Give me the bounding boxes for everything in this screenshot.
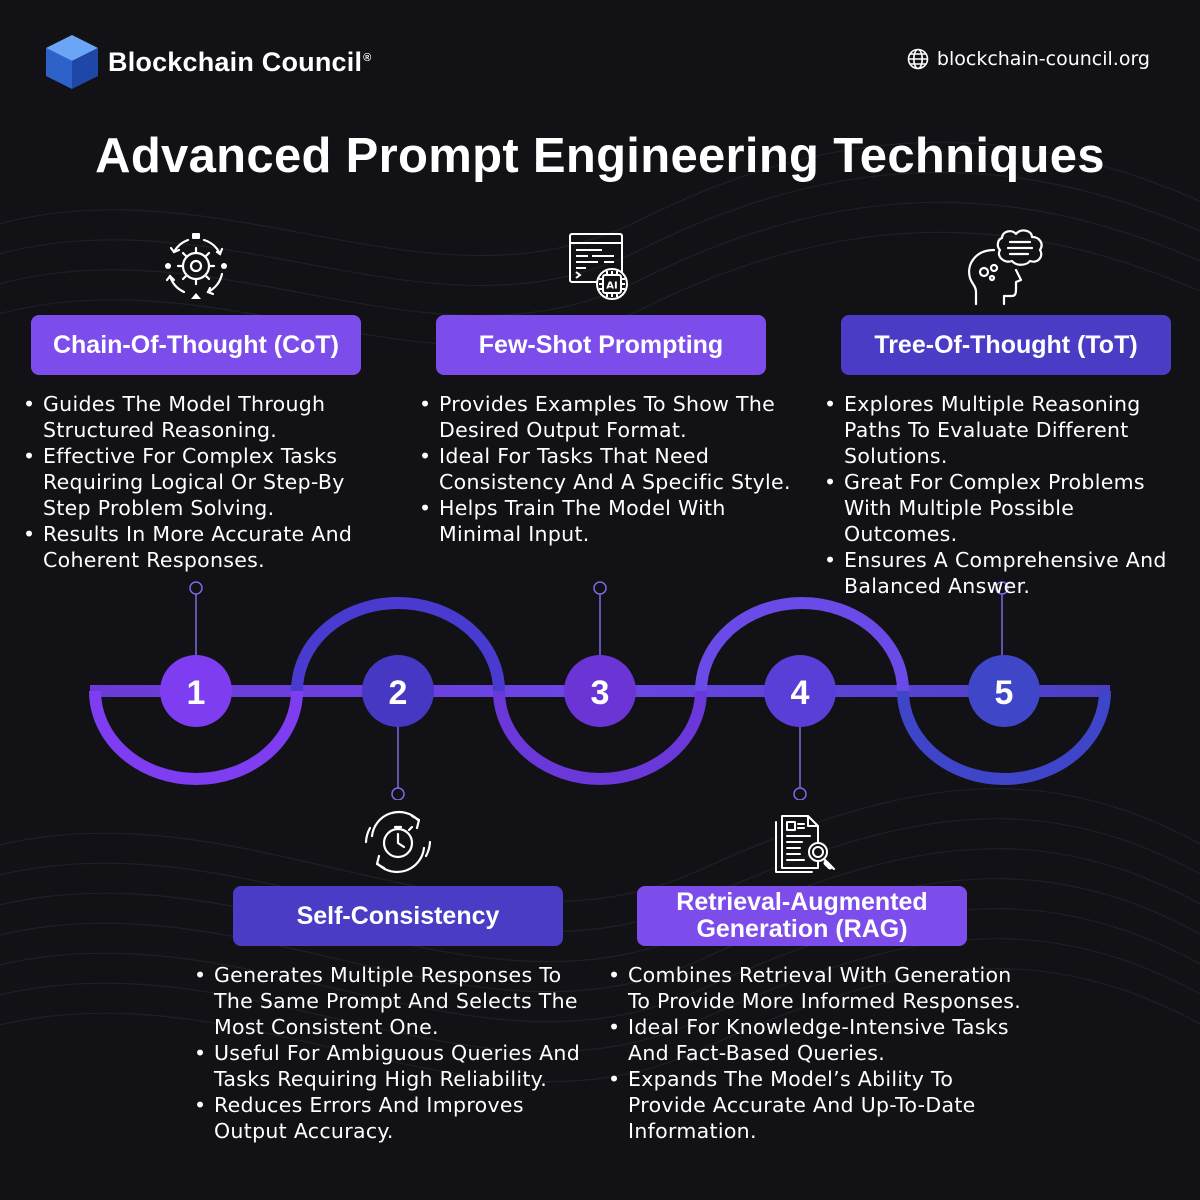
- step-number-1: 1: [187, 674, 206, 712]
- step-circle-5: [968, 655, 1040, 727]
- website-url: blockchain-council.org: [936, 48, 1150, 70]
- list-item: Provides Examples To Show The Desired Ou…: [419, 391, 794, 443]
- svg-text:AI: AI: [606, 281, 617, 292]
- list-item: Reduces Errors And Improves Output Accur…: [194, 1092, 584, 1144]
- ai-code-window-icon: AI: [569, 233, 628, 300]
- brand-name: Blockchain Council®: [108, 46, 372, 77]
- step-number-3: 3: [591, 674, 610, 712]
- list-item: Ideal For Knowledge-Intensive Tasks And …: [608, 1014, 1028, 1066]
- step-1-title: Chain-Of-Thought (CoT): [31, 315, 361, 375]
- list-item: Results In More Accurate And Coherent Re…: [23, 521, 363, 573]
- list-item: Useful For Ambiguous Queries And Tasks R…: [194, 1040, 584, 1092]
- step-circle-1: [160, 655, 232, 727]
- step-4-bullets: Combines Retrieval With Generation To Pr…: [608, 962, 1028, 1144]
- connector-dot-1: [189, 581, 203, 595]
- website-link[interactable]: blockchain-council.org: [907, 48, 1150, 70]
- step-circle-2: [362, 655, 434, 727]
- step-1-bullets: Guides The Model Through Structured Reas…: [23, 391, 363, 573]
- timeline-arc-4: [695, 597, 909, 692]
- list-item: Helps Train The Model With Minimal Input…: [419, 495, 794, 547]
- list-item: Great For Complex Problems With Multiple…: [824, 469, 1194, 547]
- step-number-4: 4: [791, 674, 810, 712]
- step-3-bullets: Provides Examples To Show The Desired Ou…: [419, 391, 794, 547]
- list-item: Ideal For Tasks That Need Consistency An…: [419, 443, 794, 495]
- list-item: Ensures A Comprehensive And Balanced Ans…: [824, 547, 1194, 599]
- step-circle-4: [764, 655, 836, 727]
- step-number-2: 2: [389, 674, 408, 712]
- list-item: Explores Multiple Reasoning Paths To Eva…: [824, 391, 1194, 469]
- registered-mark: ®: [363, 51, 372, 64]
- list-item: Generates Multiple Responses To The Same…: [194, 962, 584, 1040]
- brand[interactable]: Blockchain Council®: [44, 32, 371, 92]
- globe-icon: [907, 48, 929, 70]
- cube-logo-icon: [46, 35, 98, 89]
- clock-cycle-icon: [364, 810, 432, 874]
- step-5-bullets: Explores Multiple Reasoning Paths To Eva…: [824, 391, 1194, 599]
- timeline-arc-5: [897, 690, 1111, 785]
- list-item: Combines Retrieval With Generation To Pr…: [608, 962, 1028, 1014]
- timeline: 1 2 3 4 5: [89, 581, 1111, 800]
- document-search-icon: [775, 815, 835, 873]
- page-title: Advanced Prompt Engineering Techniques: [95, 129, 1105, 183]
- head-thought-icon: [968, 229, 1043, 306]
- list-item: Effective For Complex Tasks Requiring Lo…: [23, 443, 363, 521]
- step-circle-3: [564, 655, 636, 727]
- connector-dot-2: [391, 787, 405, 800]
- timeline-arc-3: [493, 690, 707, 785]
- step-2-bullets: Generates Multiple Responses To The Same…: [194, 962, 584, 1144]
- connector-dot-3: [593, 581, 607, 595]
- timeline-arc-1: [89, 690, 303, 785]
- list-item: Guides The Model Through Structured Reas…: [23, 391, 363, 443]
- step-3-title: Few-Shot Prompting: [436, 315, 766, 375]
- connector-dot-4: [793, 787, 807, 800]
- gear-cycle-icon: [165, 233, 227, 299]
- step-2-title: Self-Consistency: [233, 886, 563, 946]
- list-item: Expands The Model’s Ability To Provide A…: [608, 1066, 1028, 1144]
- step-number-5: 5: [995, 674, 1014, 712]
- step-4-title: Retrieval-Augmented Generation (RAG): [637, 886, 967, 946]
- timeline-arc-2: [291, 597, 505, 692]
- step-5-title: Tree-Of-Thought (ToT): [841, 315, 1171, 375]
